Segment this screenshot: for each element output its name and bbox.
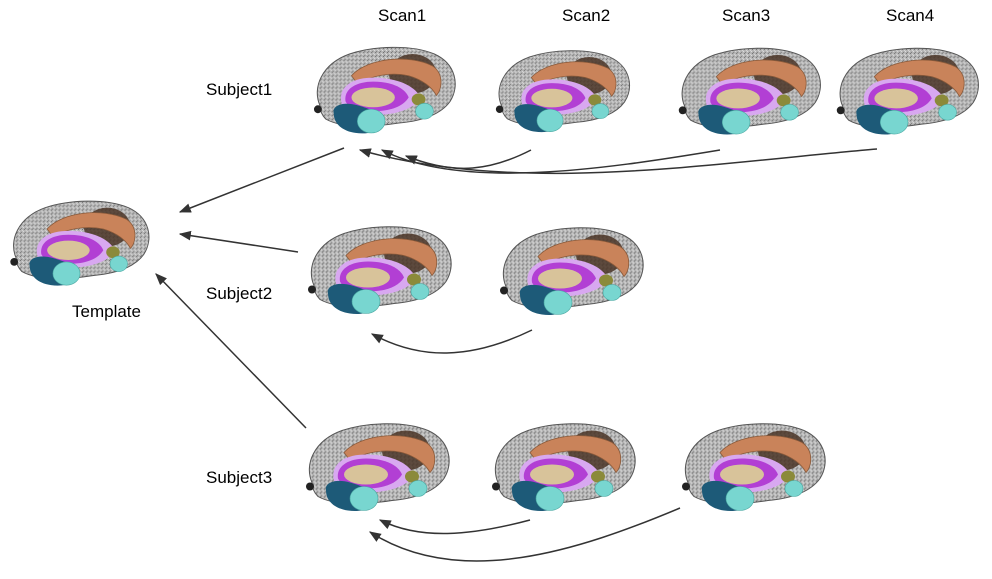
- brain-subject3-scan3: [681, 423, 826, 512]
- brain-subject1-scan2: [495, 50, 631, 133]
- row-label-subject1: Subject1: [206, 80, 273, 99]
- arrow-s3scan2-to-s3scan1: [378, 519, 531, 535]
- brain-subject3-scan1: [305, 423, 450, 512]
- brain-subject3-scan2: [491, 423, 636, 512]
- column-label-scan3: Scan3: [722, 6, 771, 25]
- brain-subject1-scan3: [678, 47, 821, 136]
- arrow-s3scan3-to-s3scan1: [368, 507, 681, 562]
- template-label: Template: [72, 302, 141, 321]
- arrow-s1scan3-to-s1scan1: [380, 149, 721, 174]
- row-label-subject3: Subject3: [206, 468, 273, 487]
- brain-template: [9, 200, 150, 287]
- arrow-s2scan2-to-s2scan1: [370, 329, 533, 354]
- column-label-scan4: Scan4: [886, 6, 935, 25]
- column-label-scan1: Scan1: [378, 6, 427, 25]
- brain-subject1-scan1: [313, 46, 456, 134]
- arrow-subject2-to-template: [178, 230, 299, 253]
- arrow-subject3-to-template: [155, 273, 307, 429]
- brain-subject2-scan1: [307, 226, 452, 315]
- arrow-s1scan4-to-s1scan1: [358, 148, 878, 175]
- arrow-s1scan2-to-s1scan1: [404, 149, 532, 170]
- column-label-scan2: Scan2: [562, 6, 611, 25]
- brain-subject1-scan4: [836, 47, 979, 136]
- row-label-subject2: Subject2: [206, 284, 273, 303]
- brain-subject2-scan2: [499, 227, 644, 316]
- arrow-subject1-to-template: [178, 147, 345, 213]
